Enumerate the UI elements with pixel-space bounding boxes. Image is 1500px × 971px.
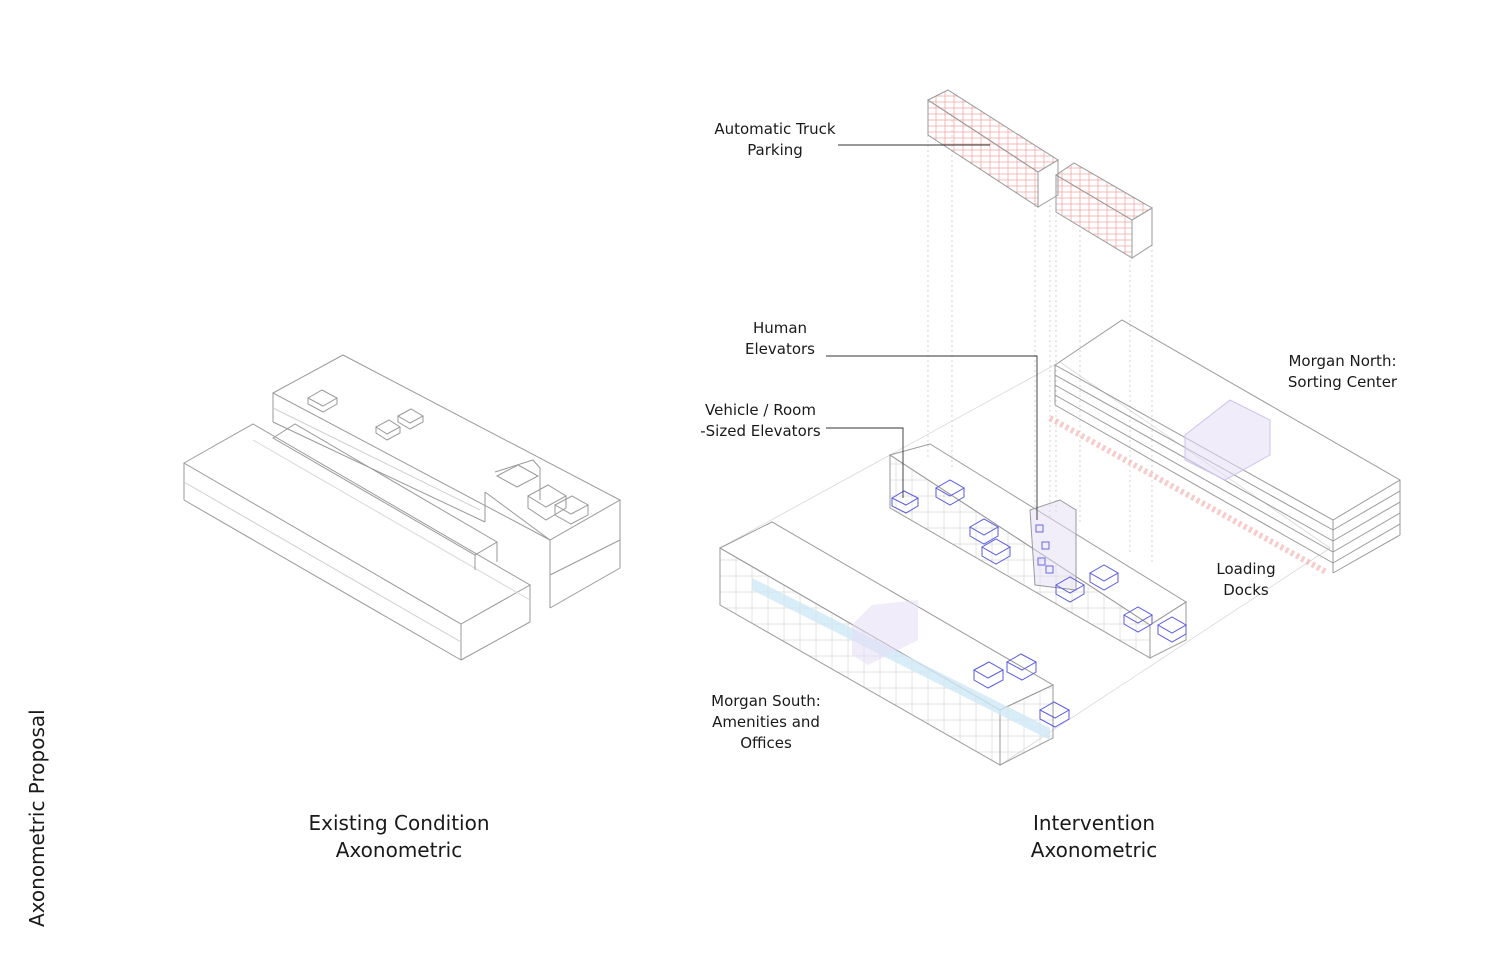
amenity-strip xyxy=(752,578,1050,740)
existing-middle-block xyxy=(272,423,498,570)
existing-roof-boxes xyxy=(306,389,590,525)
intervention-model xyxy=(718,89,1401,766)
existing-north-block xyxy=(271,354,622,609)
office-volume xyxy=(852,600,918,665)
projection-lines xyxy=(927,100,1153,565)
sorting-area-volume xyxy=(1184,399,1271,481)
south-elevators xyxy=(972,653,1071,728)
truck-parking-tower-2 xyxy=(1055,162,1153,259)
elevator-core-building xyxy=(888,443,1187,659)
existing-condition-model xyxy=(182,354,622,661)
leader-lines xyxy=(826,144,1038,520)
loading-docks xyxy=(1048,415,1328,575)
human-elevators xyxy=(1035,524,1054,574)
morgan-north-building xyxy=(1054,319,1401,574)
morgan-south-building xyxy=(718,521,1055,766)
caption-intervention: Intervention Axonometric xyxy=(1030,811,1158,862)
label-morgan-north: Morgan North: Sorting Center xyxy=(1287,352,1398,391)
vehicle-elevators xyxy=(890,479,1188,643)
label-truck-parking: Automatic Truck Parking xyxy=(714,120,836,159)
label-morgan-south: Morgan South: Amenities and Offices xyxy=(711,692,821,752)
human-elevator-shaft xyxy=(1029,499,1077,591)
label-loading-docks: Loading Docks xyxy=(1216,560,1276,599)
label-human-elevators: Human Elevators xyxy=(745,319,815,358)
label-vehicle-elevators: Vehicle / Room -Sized Elevators xyxy=(700,401,821,440)
side-title: Axonometric Proposal xyxy=(25,709,49,927)
caption-existing: Existing Condition Axonometric xyxy=(308,811,490,862)
existing-south-block xyxy=(182,423,532,661)
truck-parking-tower-1 xyxy=(926,89,1059,208)
